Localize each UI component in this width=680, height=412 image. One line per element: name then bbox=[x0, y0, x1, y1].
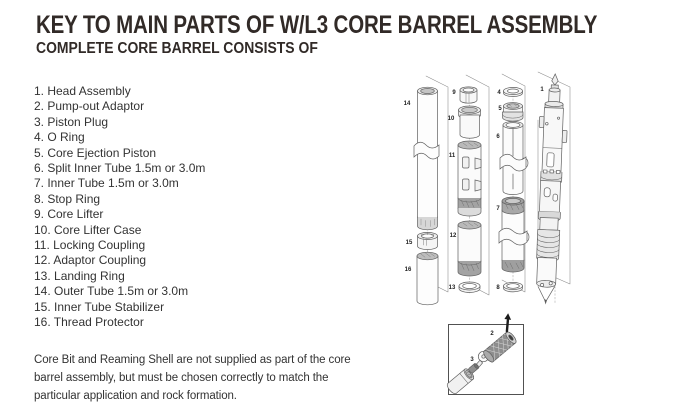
parts-list-item-7: 7. Inner Tube 1.5m or 3.0m bbox=[34, 176, 179, 191]
callout-10: 10 bbox=[448, 116, 455, 122]
parts-list-item-6: 6. Split Inner Tube 1.5m or 3.0m bbox=[34, 161, 206, 176]
parts-list-item-11: 11. Locking Coupling bbox=[34, 238, 146, 253]
pump-out-inset-box bbox=[446, 313, 524, 395]
note-line-3: particular application and rock formatio… bbox=[34, 390, 237, 402]
callout-6: 6 bbox=[496, 134, 500, 140]
pump-out-adaptor-2-illustration bbox=[483, 313, 517, 363]
inner-tube-7-illustration bbox=[498, 196, 530, 273]
parts-list: 1. Head Assembly 2. Pump-out Adaptor 3. … bbox=[34, 84, 205, 331]
core-barrel-exploded-diagram: 14 15 16 9 10 11 12 13 4 5 6 7 8 1 2 3 bbox=[404, 71, 571, 395]
core-lifter-9-illustration bbox=[459, 86, 478, 104]
parts-list-item-10: 10. Core Lifter Case bbox=[34, 222, 142, 237]
parts-list-item-1: 1. Head Assembly bbox=[34, 84, 131, 98]
callout-2: 2 bbox=[490, 331, 494, 337]
parts-list-item-5: 5. Core Ejection Piston bbox=[34, 145, 157, 160]
parts-list-item-9: 9. Core Lifter bbox=[34, 207, 104, 222]
callout-7: 7 bbox=[496, 206, 500, 212]
callout-8: 8 bbox=[496, 285, 500, 291]
callout-15: 15 bbox=[406, 240, 413, 246]
thread-protector-16-illustration bbox=[416, 251, 439, 306]
core-ejection-piston-5-illustration bbox=[502, 102, 524, 122]
parts-list-item-3: 3. Piston Plug bbox=[34, 114, 109, 129]
callout-13: 13 bbox=[449, 285, 456, 291]
callout-14: 14 bbox=[404, 101, 411, 107]
parts-list-item-15: 15. Inner Tube Stabilizer bbox=[34, 299, 165, 314]
stop-ring-8-illustration bbox=[503, 282, 523, 293]
parts-list-item-12: 12. Adaptor Coupling bbox=[34, 253, 147, 268]
split-inner-tube-6-illustration bbox=[499, 121, 529, 195]
inner-tube-stabilizer-15-illustration bbox=[417, 232, 438, 250]
parts-list-item-16: 16. Thread Protector bbox=[34, 315, 144, 330]
callout-16: 16 bbox=[405, 267, 412, 273]
locking-coupling-11-illustration bbox=[457, 140, 482, 217]
parts-list-item-13: 13. Landing Ring bbox=[34, 268, 125, 283]
coupling-end-illustration bbox=[446, 368, 475, 395]
note-line-2: barrel assembly, but must be chosen corr… bbox=[34, 372, 329, 384]
callout-4: 4 bbox=[497, 90, 501, 96]
parts-list-item-14: 14. Outer Tube 1.5m or 3.0m bbox=[34, 284, 189, 299]
parts-list-item-8: 8. Stop Ring bbox=[34, 191, 101, 206]
landing-ring-13-illustration bbox=[458, 281, 481, 293]
callout-9: 9 bbox=[452, 90, 456, 96]
o-ring-4-illustration bbox=[503, 87, 523, 97]
note-line-1: Core Bit and Reaming Shell are not suppl… bbox=[34, 354, 351, 366]
callout-12: 12 bbox=[450, 233, 457, 239]
callout-3: 3 bbox=[470, 357, 474, 363]
callout-1: 1 bbox=[540, 87, 544, 93]
outer-tube-14-illustration bbox=[413, 86, 440, 231]
core-lifter-case-10-illustration bbox=[458, 105, 481, 139]
adaptor-coupling-12-illustration bbox=[457, 220, 482, 277]
head-assembly-1-illustration bbox=[536, 73, 568, 305]
callout-11: 11 bbox=[449, 153, 456, 159]
callout-5: 5 bbox=[498, 106, 502, 112]
diagram-callouts: 14 15 16 9 10 11 12 13 4 5 6 7 8 1 2 3 bbox=[404, 87, 545, 363]
page-title: KEY TO MAIN PARTS OF W/L3 CORE BARREL AS… bbox=[36, 11, 598, 39]
page-subtitle: COMPLETE CORE BARREL CONSISTS OF bbox=[36, 40, 318, 57]
core-bit-note: Core Bit and Reaming Shell are not suppl… bbox=[34, 351, 351, 405]
parts-list-item-4: 4. O Ring bbox=[34, 130, 85, 145]
parts-list-item-2: 2. Pump-out Adaptor bbox=[34, 99, 145, 114]
